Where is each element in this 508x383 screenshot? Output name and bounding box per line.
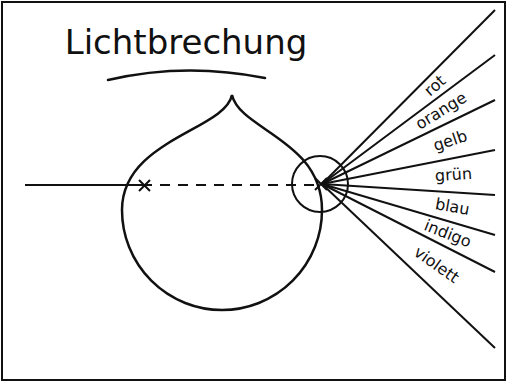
- title: Lichtbrechung: [65, 25, 308, 59]
- color-label: blau: [432, 196, 473, 218]
- spectrum-ray: [322, 184, 495, 195]
- color-label: grün: [433, 166, 475, 185]
- exit-circle: [292, 156, 348, 212]
- incoming-ray: [25, 184, 142, 186]
- spectrum-rays: [322, 10, 495, 348]
- inner-ray: [142, 184, 320, 186]
- spectrum-ray: [322, 184, 495, 272]
- spectrum-ray: [322, 184, 495, 348]
- color-label: violett: [409, 242, 463, 287]
- spectrum-ray: [322, 150, 495, 184]
- title-underline: [108, 70, 265, 80]
- color-label: rot: [420, 71, 450, 100]
- frame: [2, 2, 505, 380]
- water-drop: [122, 95, 322, 310]
- entry-mark: [139, 180, 150, 191]
- spectrum-ray: [322, 55, 495, 184]
- spectrum-ray: [322, 10, 495, 184]
- color-label: gelb: [429, 127, 471, 154]
- spectrum-ray: [322, 100, 495, 184]
